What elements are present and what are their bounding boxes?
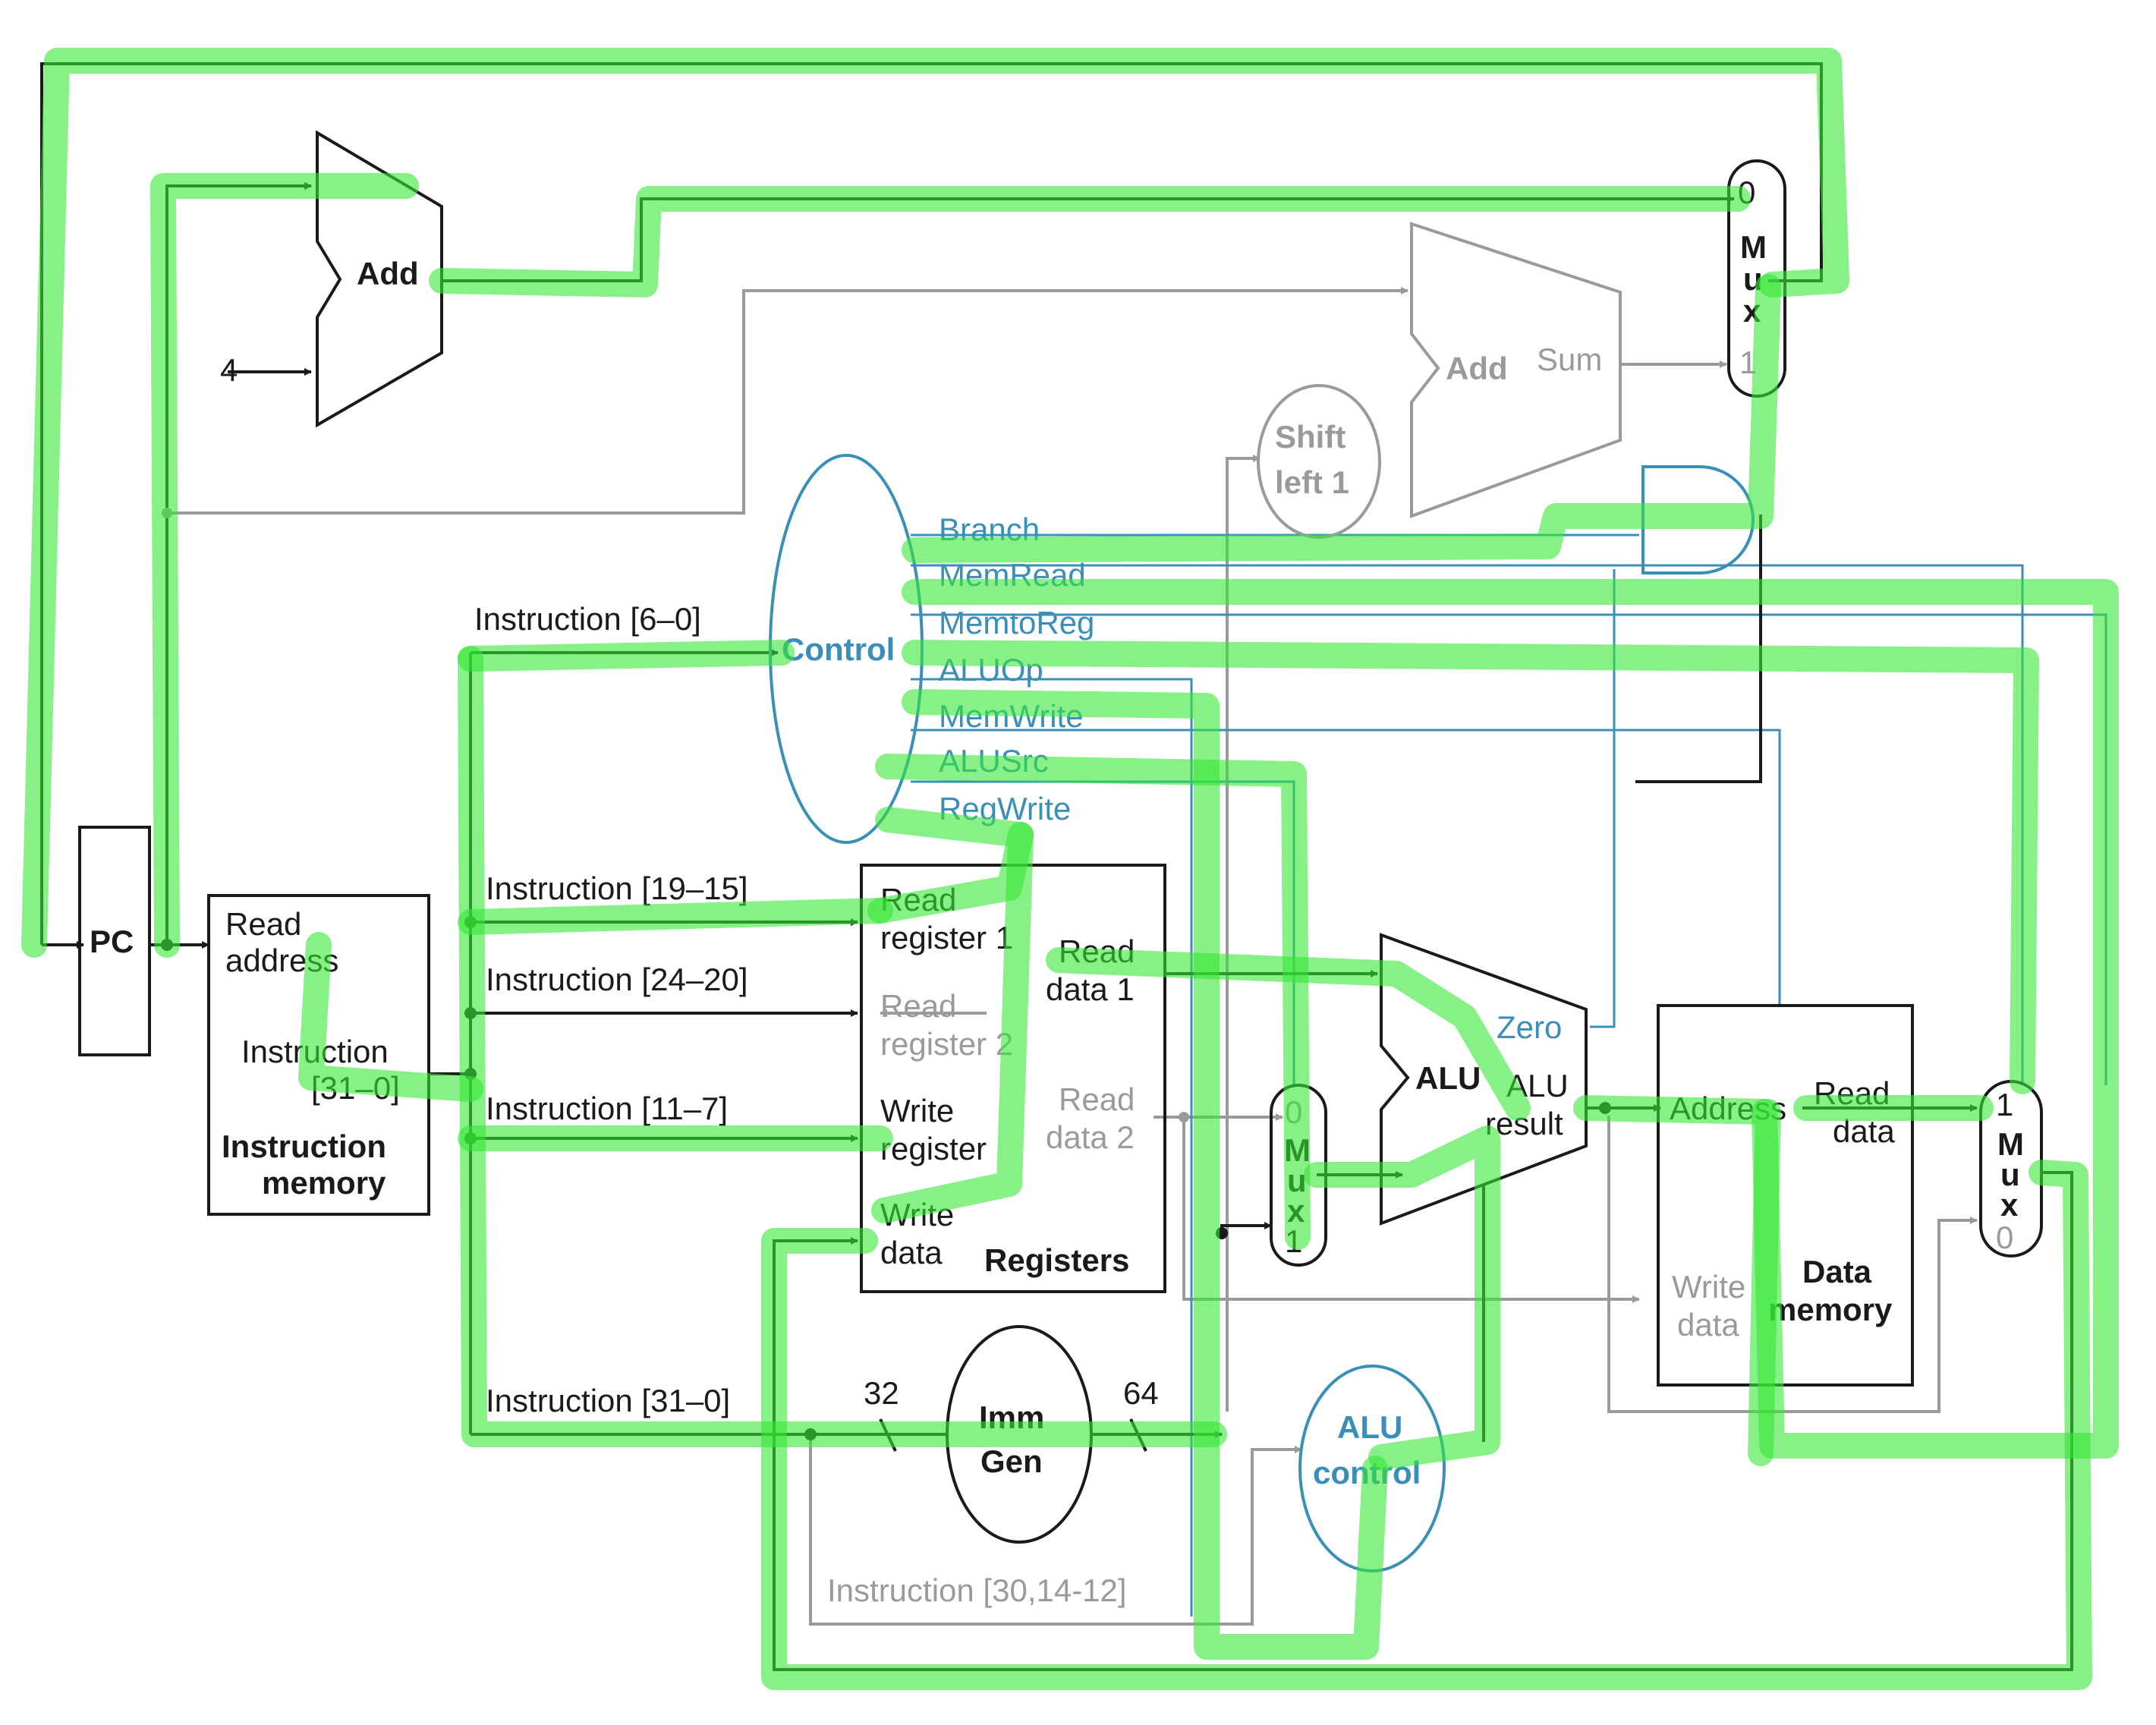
const-four-label: 4 <box>220 352 238 388</box>
dmem-write-data-1: Write <box>1672 1269 1745 1305</box>
mux-mem-letter-u: u <box>2000 1157 2020 1192</box>
reg-read-data2-1: Read <box>1059 1081 1135 1117</box>
dmem-title-2: memory <box>1768 1292 1893 1327</box>
pc-adder-label: Add <box>357 256 419 291</box>
reg-read-data1-2: data 1 <box>1046 971 1135 1007</box>
reg-read-data2-2: data 2 <box>1046 1119 1135 1155</box>
field-31-0: Instruction [31–0] <box>486 1383 730 1418</box>
reg-read-register2-2: register 2 <box>880 1026 1013 1062</box>
shift-left-shape <box>1257 384 1381 539</box>
instruction-memory-block <box>207 894 430 1216</box>
branch-adder-shape <box>1410 222 1622 518</box>
pc-label: PC <box>90 924 134 959</box>
field-11-7: Instruction [11–7] <box>486 1091 728 1126</box>
alu-label: ALU <box>1415 1060 1481 1096</box>
mux-mem-in1: 1 <box>1996 1087 2013 1122</box>
pc-adder-shape <box>316 130 443 428</box>
reg-read-register2-1: Read <box>880 988 956 1024</box>
imem-read-address-1: Read <box>225 906 301 942</box>
reg-read-register1-2: register 1 <box>880 920 1013 955</box>
pc-register <box>78 826 151 1056</box>
mux-top-letter-m: M <box>1740 229 1767 265</box>
dmem-title-1: Data <box>1802 1254 1872 1289</box>
signal-memtoreg: MemtoReg <box>939 605 1094 641</box>
control-label: Control <box>782 631 895 667</box>
imm-gen-label-2: Gen <box>980 1443 1043 1479</box>
shift-left-label-1: Shift <box>1275 419 1346 455</box>
reg-write-register-1: Write <box>880 1093 954 1128</box>
data-memory-block <box>1657 1004 1914 1387</box>
shift-left-label-2: left 1 <box>1275 464 1349 500</box>
sum-label: Sum <box>1537 342 1602 377</box>
field-30-14-12: Instruction [30,14-12] <box>827 1572 1127 1608</box>
imem-title-2: memory <box>262 1165 386 1201</box>
mux-mem-letter-x: x <box>2000 1187 2019 1223</box>
mux-mem-letter-m: M <box>1997 1126 2024 1162</box>
branch-adder-label: Add <box>1446 351 1508 386</box>
reg-write-data-2: data <box>880 1235 943 1270</box>
registers-title: Registers <box>984 1242 1129 1278</box>
alu-control-label-1: ALU <box>1337 1409 1402 1445</box>
imem-title-1: Instruction <box>222 1128 386 1164</box>
highlight-overlay <box>21 48 2119 1690</box>
field-24-20: Instruction [24–20] <box>486 962 748 997</box>
alu-zero-label: Zero <box>1497 1009 1562 1045</box>
dmem-write-data-2: data <box>1677 1307 1739 1343</box>
reg-write-register-2: register <box>880 1131 987 1166</box>
mux-mem-in0: 0 <box>1996 1220 2013 1255</box>
field-19-15: Instruction [19–15] <box>486 870 748 906</box>
bus-width-in: 32 <box>864 1375 899 1411</box>
bus-width-out: 64 <box>1123 1375 1159 1411</box>
field-6-0: Instruction [6–0] <box>474 601 701 637</box>
